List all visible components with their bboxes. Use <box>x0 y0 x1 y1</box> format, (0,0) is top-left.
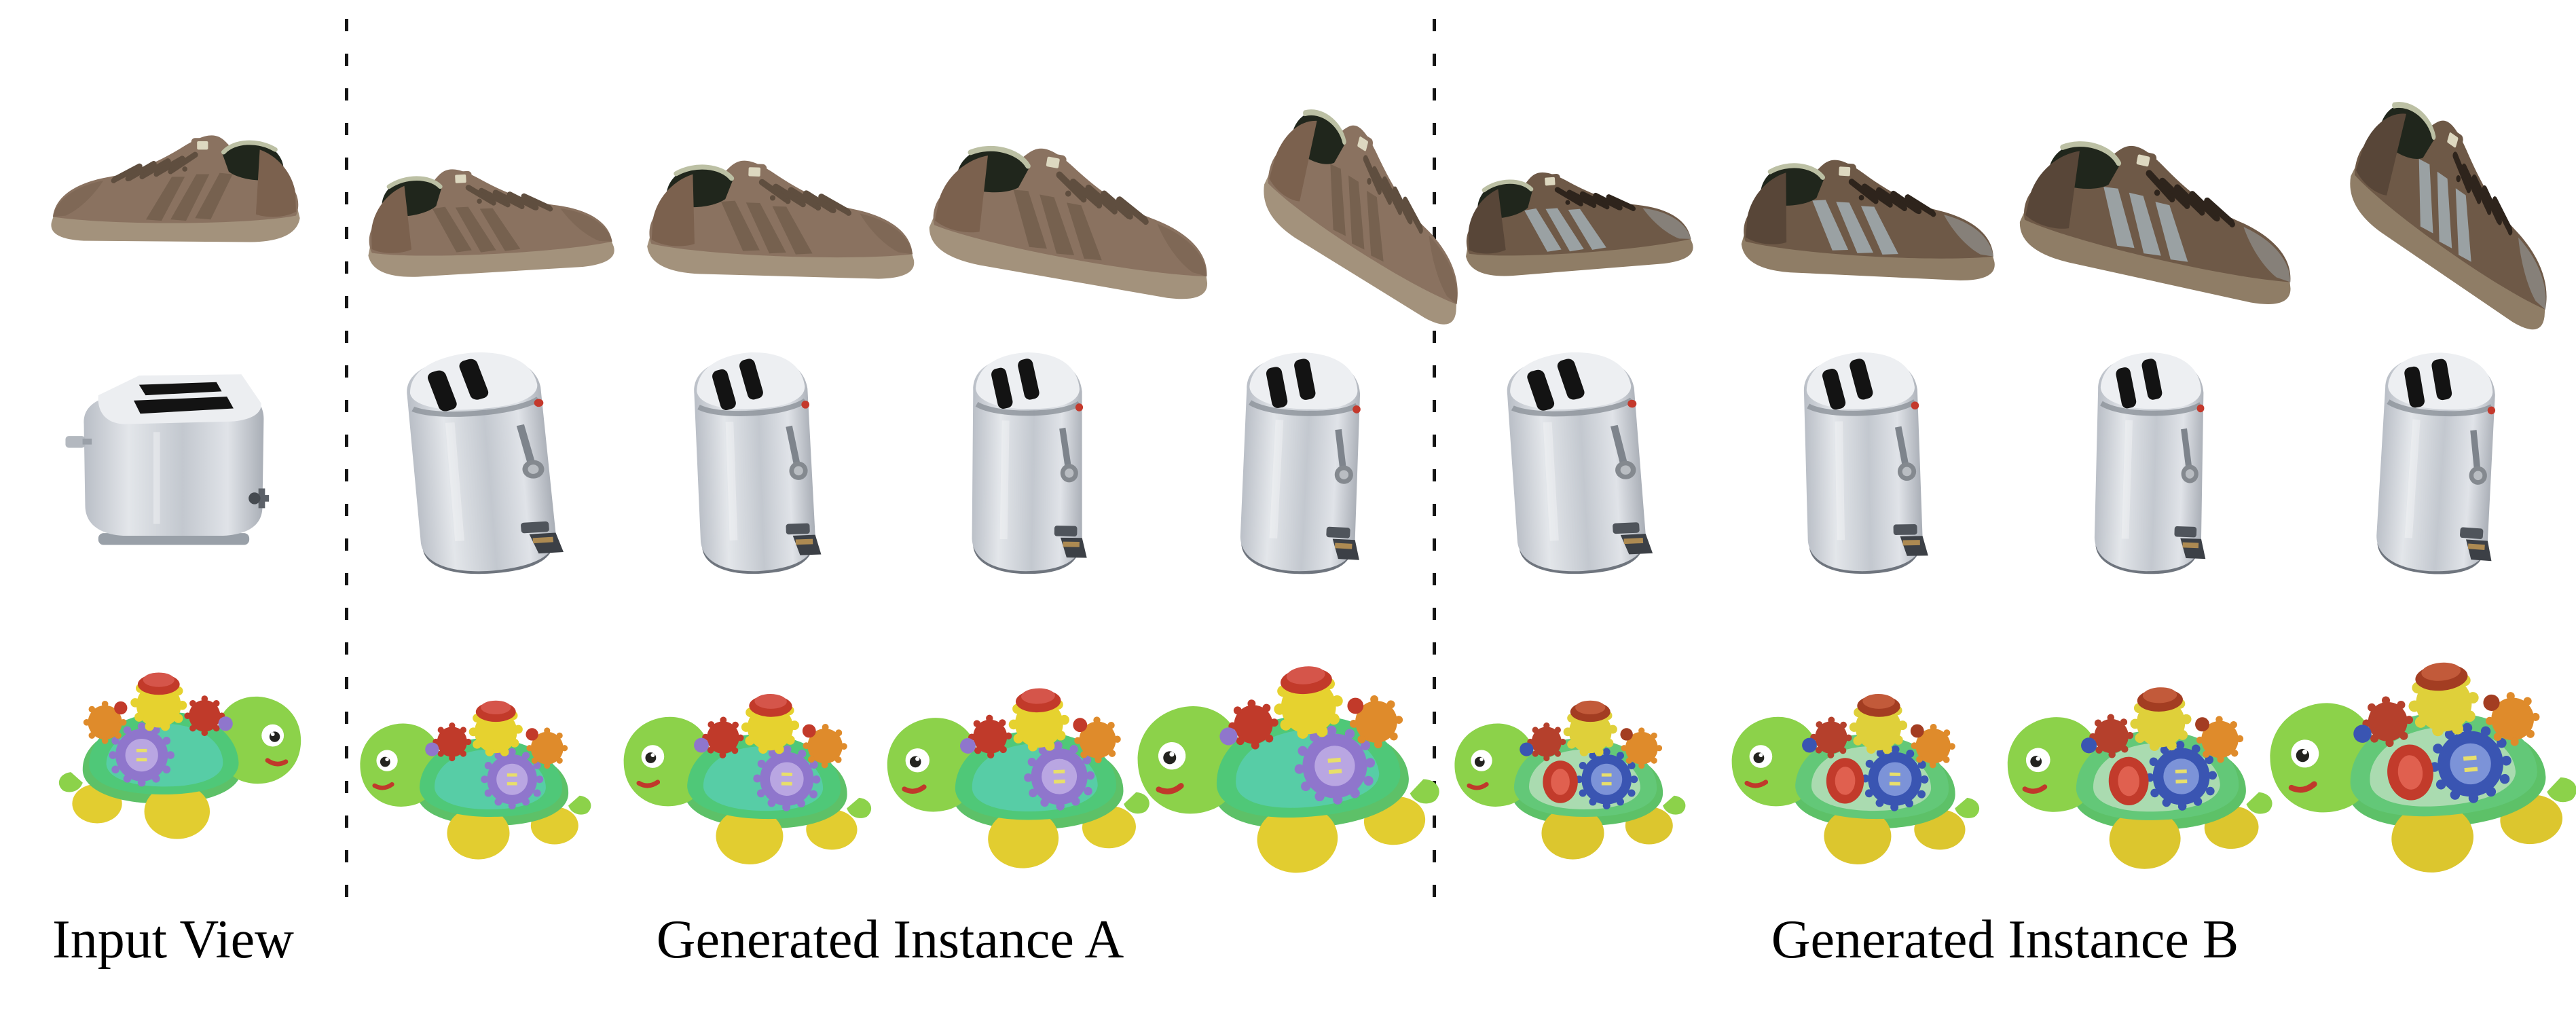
instance-a-turtle-view-4 <box>1162 618 1435 906</box>
input-sneaker-view <box>0 0 346 302</box>
input-view-label: Input View <box>52 910 294 970</box>
instance-a-toaster-views <box>346 302 1434 618</box>
toaster-image <box>656 325 850 602</box>
instance-a-label: Generated Instance A <box>656 910 1124 970</box>
toaster-image <box>55 359 291 555</box>
turtle-image <box>1123 617 1467 902</box>
instance-b-label: Generated Instance B <box>1771 910 2239 970</box>
instance-b-toaster-view-1 <box>1434 302 1720 618</box>
instance-b-turtle-view-3 <box>2005 618 2291 906</box>
dashed-separator-left <box>345 19 348 907</box>
input-toaster-view <box>0 302 346 618</box>
toaster-image <box>361 323 600 605</box>
row-turtle <box>0 618 2576 906</box>
sneaker-image <box>2003 96 2332 325</box>
sneaker-image <box>913 103 1245 317</box>
sneaker-image <box>1451 141 1707 287</box>
row-sneaker <box>0 0 2576 302</box>
instance-a-sneaker-views <box>346 0 1434 302</box>
instance-b-sneaker-view-2 <box>1726 0 2018 302</box>
instance-b-turtle-view-2 <box>1720 618 2006 906</box>
instance-b-sneaker-view-4 <box>2310 0 2576 302</box>
turtle-image <box>1452 672 1701 872</box>
turtle-image <box>1727 661 1999 881</box>
sneaker-image <box>37 113 309 249</box>
toaster-image <box>2059 325 2239 602</box>
instance-b-toaster-view-3 <box>2005 302 2291 618</box>
instance-a-sneaker-view-2 <box>638 0 930 302</box>
instance-a-toaster-view-4 <box>1162 302 1435 618</box>
instance-b-turtle-views <box>1434 618 2576 906</box>
instance-a-toaster-view-1 <box>346 302 619 618</box>
instance-a-turtle-view-2 <box>619 618 891 906</box>
instance-a-toaster-view-3 <box>890 302 1162 618</box>
toaster-image <box>1464 324 1687 604</box>
sneaker-image <box>636 134 933 290</box>
instance-a-turtle-views <box>346 618 1434 906</box>
instance-a-turtle-view-3 <box>890 618 1162 906</box>
instance-b-turtle-view-1 <box>1434 618 1720 906</box>
sneaker-image <box>1731 131 2015 292</box>
instance-a-sneaker-view-3 <box>930 0 1222 302</box>
instance-a-sneaker-view-1 <box>346 0 638 302</box>
instance-b-turtle-view-4 <box>2291 618 2576 906</box>
instance-a-toaster-view-2 <box>619 302 891 618</box>
toaster-image <box>2336 323 2533 605</box>
turtle-image <box>357 672 607 872</box>
instance-a-turtle-view-1 <box>346 618 619 906</box>
instance-b-toaster-views <box>1434 302 2576 618</box>
instance-b-sneaker-view-3 <box>2018 0 2310 302</box>
turtle-image <box>2256 612 2576 902</box>
instance-b-sneaker-view-1 <box>1434 0 1726 302</box>
instance-b-toaster-view-2 <box>1720 302 2006 618</box>
toaster-image <box>1767 327 1957 601</box>
sneaker-image <box>354 139 629 287</box>
instance-b-sneaker-views <box>1434 0 2576 302</box>
turtle-image <box>2000 650 2293 887</box>
input-turtle-view <box>0 618 346 906</box>
turtle-image <box>619 661 891 881</box>
caption-row: Input View Generated Instance A Generate… <box>0 906 2576 1026</box>
row-toaster <box>0 302 2576 618</box>
instance-b-toaster-view-4 <box>2291 302 2576 618</box>
toaster-image <box>936 327 1118 601</box>
toaster-image <box>1200 324 1399 604</box>
dashed-separator-right <box>1433 19 1436 907</box>
turtle-image <box>42 642 304 852</box>
